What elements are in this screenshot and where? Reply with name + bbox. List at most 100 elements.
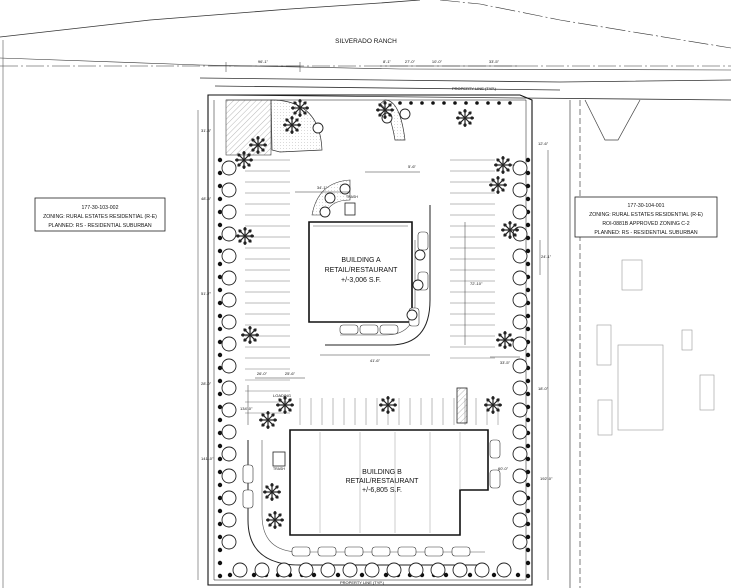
dim-bldg-a-bottom: 41'-6"	[370, 358, 381, 363]
shrub	[512, 468, 528, 484]
bottom-drive-curve	[247, 440, 485, 566]
tree-dot	[525, 469, 531, 475]
tree-dot	[217, 443, 223, 449]
canopy-leaf	[293, 111, 297, 115]
car	[397, 546, 417, 557]
shrub	[221, 358, 237, 374]
canopy-leaf	[285, 128, 289, 132]
shrub	[221, 226, 237, 242]
canopy-leaf	[489, 183, 493, 187]
canopy-leaf	[491, 188, 495, 192]
canopy-leaf	[235, 158, 239, 162]
shrub	[324, 192, 336, 204]
tree-dot	[251, 572, 257, 578]
canopy-leaf	[494, 163, 498, 167]
canopy-leaf	[237, 153, 241, 157]
dim-bldg-a-right: 72'-10"	[470, 281, 483, 286]
tree-dot	[217, 573, 223, 579]
canopy-leaf	[273, 418, 277, 422]
canopy-leaf	[278, 513, 282, 517]
right-road-edge	[569, 99, 641, 588]
canopy-leaf	[273, 511, 277, 515]
shrub	[221, 446, 237, 462]
canopy-trees	[235, 99, 519, 529]
canopy-leaf	[242, 165, 246, 169]
canopy-leaf	[283, 410, 287, 414]
tree-dot	[398, 101, 402, 105]
shrub	[319, 206, 331, 218]
canopy-leaf	[391, 398, 395, 402]
tree-dot	[525, 183, 531, 189]
building-a: BUILDING A RETAIL/RESTAURANT +/-3,006 S.…	[308, 221, 413, 323]
tree-dot	[525, 326, 531, 332]
dim-left-a: 31'-3"	[201, 128, 212, 133]
canopy-leaf	[496, 338, 500, 342]
shrub	[221, 490, 237, 506]
shrub	[512, 314, 528, 330]
tree-dot	[311, 572, 317, 578]
tree-dot	[491, 572, 497, 578]
canopy-leaf	[278, 398, 282, 402]
car	[451, 546, 471, 557]
tree-dot	[486, 101, 490, 105]
canopy-leaf	[278, 408, 282, 412]
tree-dot	[217, 560, 223, 566]
canopy-leaf	[271, 423, 275, 427]
tree-dot	[475, 101, 479, 105]
canopy-leaf	[243, 328, 247, 332]
tree-dot	[217, 209, 223, 215]
tree-dot	[217, 235, 223, 241]
canopy-leaf	[247, 153, 251, 157]
dim-right-b: 24'-1"	[541, 254, 552, 259]
canopy-leaf	[243, 338, 247, 342]
tree-dot	[525, 313, 531, 319]
canopy-leaf	[243, 227, 247, 231]
canopy-leaf	[293, 101, 297, 105]
tree-dot	[525, 391, 531, 397]
shrub	[339, 183, 351, 195]
canopy-tree	[276, 396, 294, 414]
shrub	[221, 204, 237, 220]
tree-dot	[217, 157, 223, 163]
tree-dot	[525, 573, 531, 579]
canopy-leaf	[268, 513, 272, 517]
road-name: SILVERADO RANCH	[335, 38, 397, 45]
canopy-leaf	[498, 403, 502, 407]
shrub	[232, 562, 248, 578]
tree-dot	[217, 261, 223, 267]
canopy-tree	[489, 176, 507, 194]
canopy-leaf	[241, 333, 245, 337]
tree-dot	[525, 157, 531, 163]
canopy-leaf	[303, 111, 307, 115]
shrub	[512, 248, 528, 264]
shrub	[221, 534, 237, 550]
tree-dot	[508, 101, 512, 105]
canopy-leaf	[283, 123, 287, 127]
shrub	[364, 562, 380, 578]
dim-bldg-a-drive: 33'-5"	[500, 360, 511, 365]
canopy-leaf	[270, 497, 274, 501]
shrub	[452, 562, 468, 578]
canopy-leaf	[508, 333, 512, 337]
canopy-leaf	[390, 108, 394, 112]
tree-dot	[525, 235, 531, 241]
canopy-leaf	[253, 338, 257, 342]
canopy-leaf	[248, 229, 252, 233]
shrub	[399, 108, 411, 120]
dim-left-c: 51'-7"	[201, 291, 212, 296]
shrub	[412, 279, 424, 291]
tree-dot	[217, 430, 223, 436]
canopy-leaf	[470, 116, 474, 120]
tree-dot	[442, 101, 446, 105]
canopy-tree	[496, 331, 514, 349]
canopy-leaf	[288, 398, 292, 402]
canopy-leaf	[285, 118, 289, 122]
canopy-leaf	[391, 408, 395, 412]
canopy-tree	[291, 99, 309, 117]
canopy-leaf	[515, 228, 519, 232]
canopy-tree	[376, 101, 394, 119]
shrub	[221, 380, 237, 396]
canopy-leaf	[378, 103, 382, 107]
canopy-leaf	[297, 123, 301, 127]
shrub	[512, 204, 528, 220]
